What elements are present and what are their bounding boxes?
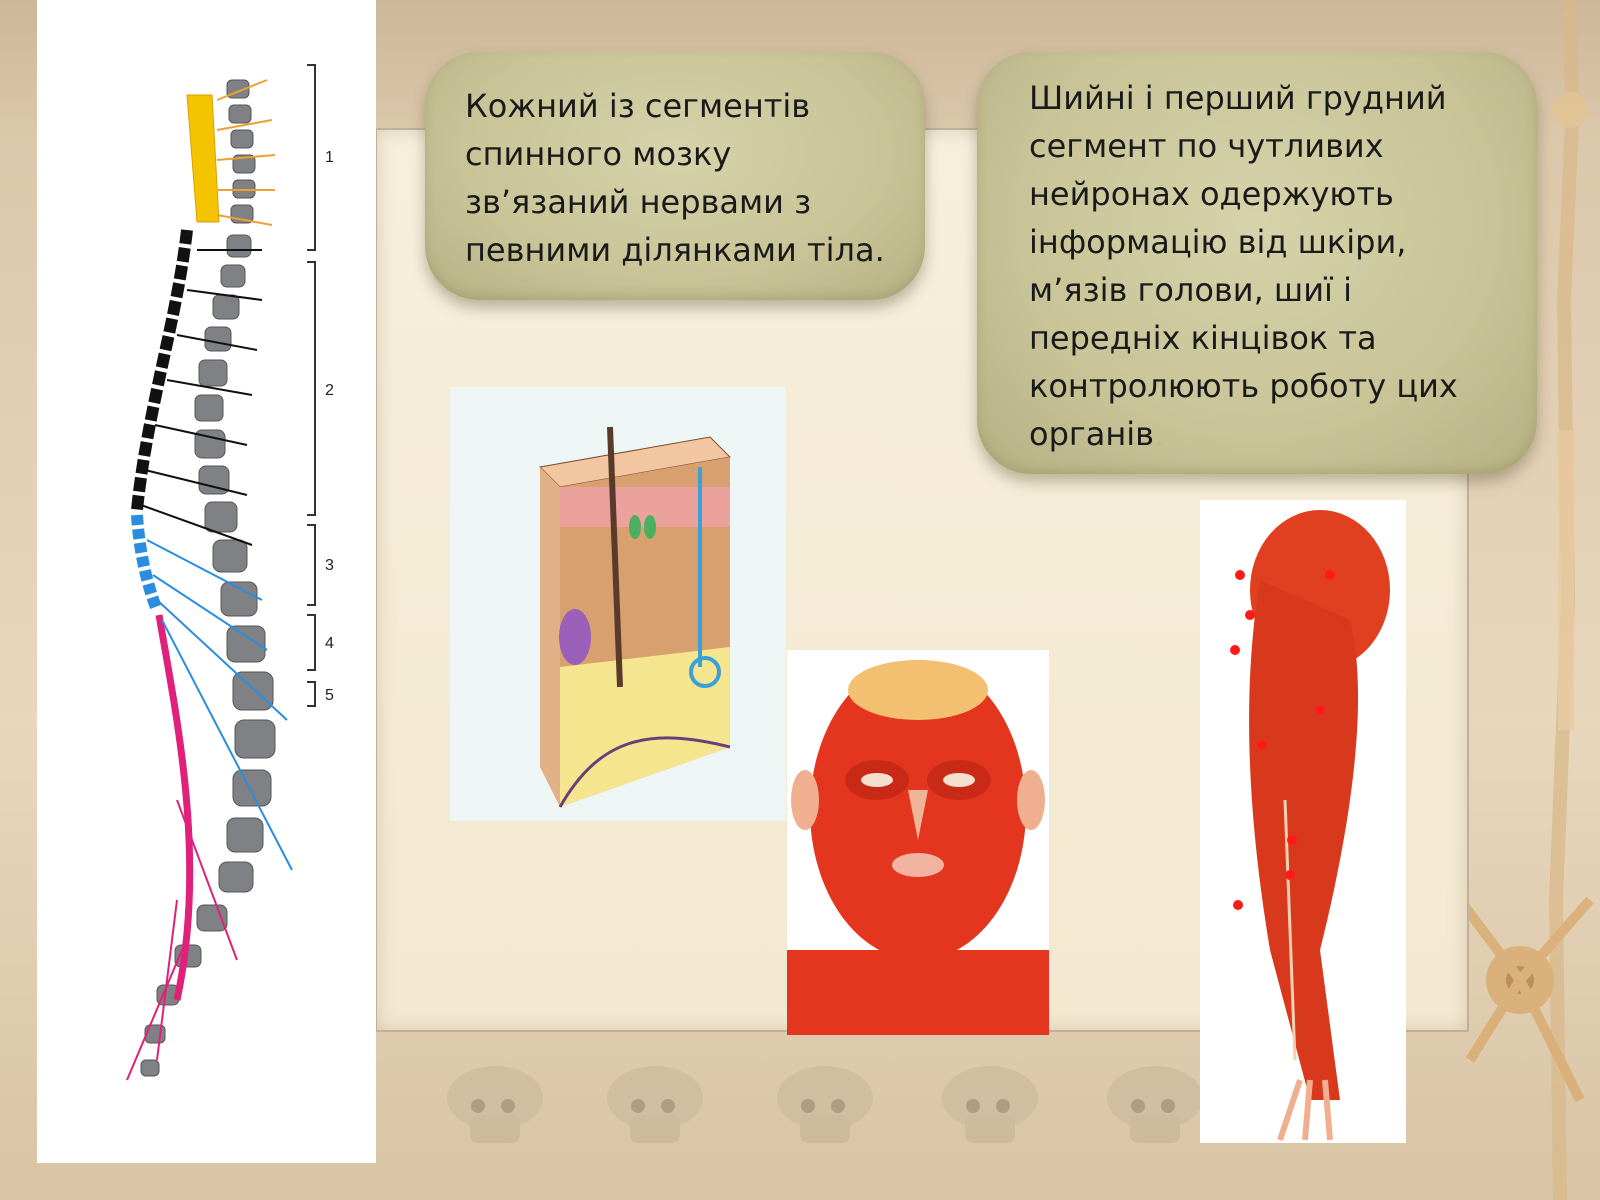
info-text-right: Шийні і перший грудний сегмент по чутлив…	[1029, 79, 1458, 453]
segment-label-1: 1	[325, 149, 334, 166]
skin-cross-section-image	[450, 387, 786, 821]
segment-label-2: 2	[325, 382, 334, 399]
arm-muscles-image	[1200, 500, 1406, 1143]
info-bubble-left: Кожний із сегментів спинного мозку зв’яз…	[425, 52, 925, 300]
skull-icon	[942, 1066, 1038, 1143]
head-muscles-image	[787, 650, 1049, 1035]
skull-icon	[607, 1066, 703, 1143]
neuron-icon	[1460, 0, 1594, 1200]
skull-icon	[1107, 1066, 1203, 1143]
info-text-left: Кожний із сегментів спинного мозку зв’яз…	[465, 87, 885, 269]
skull-icon	[777, 1066, 873, 1143]
segment-label-5: 5	[325, 687, 334, 704]
info-bubble-right: Шийні і перший грудний сегмент по чутлив…	[977, 52, 1537, 474]
spinal-cord-diagram: 1 2 3 4 5	[37, 0, 376, 1163]
segment-label-3: 3	[325, 557, 334, 574]
skull-icon	[447, 1066, 543, 1143]
segment-label-4: 4	[325, 635, 334, 652]
